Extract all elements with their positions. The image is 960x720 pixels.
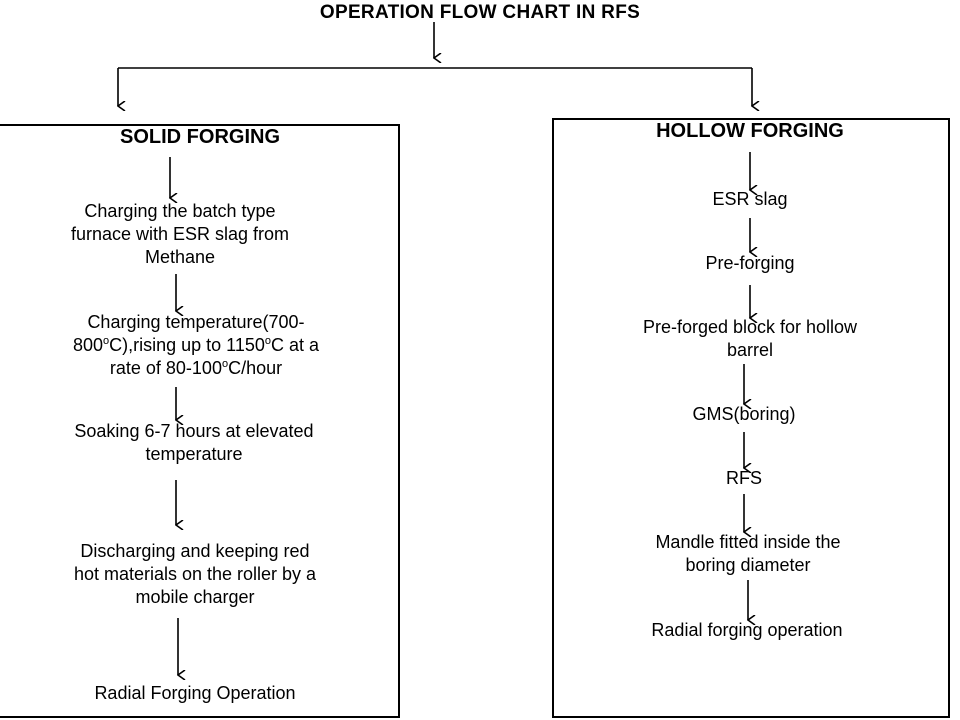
solid-step-4: Discharging and keeping red hot material… <box>73 541 317 607</box>
solid-forging-heading: SOLID FORGING <box>120 126 280 148</box>
hollow-step-3: Pre-forged block for hollow barrel <box>642 317 858 360</box>
chart-title: OPERATION FLOW CHART IN RFS <box>319 2 641 23</box>
solid-step-1: Charging the batch type furnace with ESR… <box>70 201 290 267</box>
solid-forging-box <box>0 124 400 718</box>
hollow-step-4: GMS(boring) <box>692 404 796 424</box>
hollow-step-2: Pre-forging <box>705 253 795 273</box>
hollow-step-7: Radial forging operation <box>651 620 843 640</box>
solid-step-2: Charging temperature(700- 800oC),rising … <box>72 312 320 378</box>
hollow-forging-box <box>552 118 950 718</box>
hollow-step-1: ESR slag <box>712 189 788 209</box>
solid-step-3: Soaking 6-7 hours at elevated temperatur… <box>74 421 314 464</box>
solid-step-5: Radial Forging Operation <box>94 683 296 703</box>
hollow-forging-heading: HOLLOW FORGING <box>656 120 844 142</box>
hollow-step-5: RFS <box>726 468 762 488</box>
hollow-step-6: Mandle fitted inside the boring diameter <box>655 532 841 575</box>
